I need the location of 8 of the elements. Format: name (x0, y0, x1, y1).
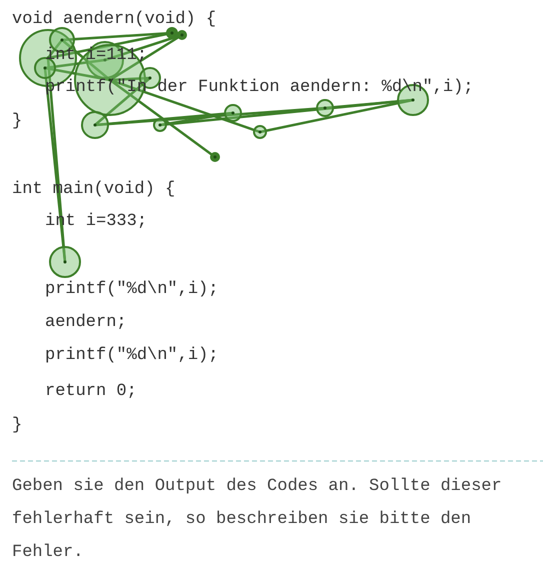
code-line: return 0; (45, 382, 137, 402)
code-line: printf("%d\n",i); (45, 280, 218, 300)
code-line: } (12, 112, 22, 132)
code-line: } (12, 416, 22, 436)
code-line: void aendern(void) { (12, 10, 216, 30)
instruction-text: Geben sie den Output des Codes an. Sollte dieser fehlerhaft sein, so beschreiben sie bitte den Fehler. (12, 476, 503, 564)
code-line: printf("%d\n",i); (45, 346, 218, 366)
code-line: aendern; (45, 313, 127, 333)
